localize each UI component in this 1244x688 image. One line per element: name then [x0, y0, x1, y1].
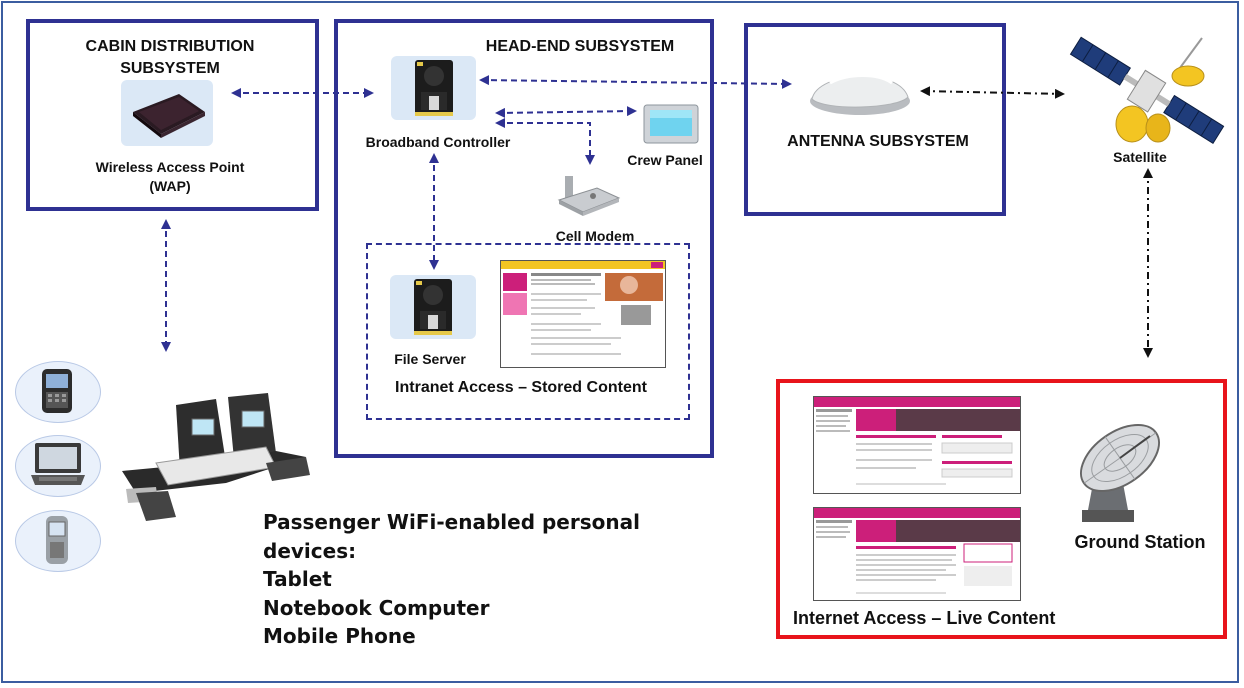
intranet-box — [366, 243, 690, 420]
cell-modem-label: Cell Modem — [555, 228, 635, 244]
phone-icon — [40, 368, 74, 414]
head-end-box — [334, 19, 714, 458]
file-server-label: File Server — [394, 351, 466, 367]
passenger-devices-text: Passenger WiFi-enabled personal devices:… — [263, 508, 640, 651]
passenger-line4: Notebook Computer — [263, 595, 490, 620]
cell-modem-icon — [557, 174, 621, 218]
passenger-line2: devices: — [263, 538, 357, 563]
satellite-icon — [1062, 36, 1230, 148]
intranet-label: Intranet Access – Stored Content — [395, 379, 647, 396]
cabin-title-line2: SUBSYSTEM — [120, 60, 220, 77]
satellite-label: Satellite — [1113, 149, 1167, 165]
webpage-thumbnail — [500, 260, 666, 368]
dish-icon — [1064, 418, 1172, 524]
laptop-icon — [29, 441, 87, 487]
seat-icon — [116, 393, 314, 523]
internet-access-label: Internet Access – Live Content — [793, 608, 1056, 628]
ground-station-label: Ground Station — [1074, 532, 1206, 552]
antenna-box — [744, 23, 1006, 216]
head-end-title: HEAD-END SUBSYSTEM — [485, 38, 675, 55]
router-icon — [121, 80, 213, 146]
internet-access-box — [776, 379, 1227, 639]
flip-phone-icon — [44, 514, 70, 566]
wap-label-line2: (WAP) — [149, 178, 191, 194]
passenger-line3: Tablet — [263, 567, 332, 591]
passenger-line5: Mobile Phone — [263, 624, 416, 648]
crew-panel-icon — [643, 104, 699, 144]
cabin-distribution-box — [26, 19, 319, 211]
file-server-icon — [390, 275, 476, 339]
wap-label-line1: Wireless Access Point — [95, 159, 245, 175]
cabin-title-line1: CABIN DISTRIBUTION — [85, 38, 255, 55]
antenna-dome-icon — [808, 63, 912, 117]
antenna-title: ANTENNA SUBSYSTEM — [787, 133, 969, 150]
webpage-thumbnail — [813, 507, 1021, 601]
passenger-line1: Passenger WiFi-enabled personal — [263, 510, 640, 534]
broadband-controller-label: Broadband Controller — [365, 134, 511, 150]
crew-panel-label: Crew Panel — [627, 152, 703, 168]
controller-icon — [391, 56, 476, 120]
webpage-thumbnail — [813, 396, 1021, 494]
